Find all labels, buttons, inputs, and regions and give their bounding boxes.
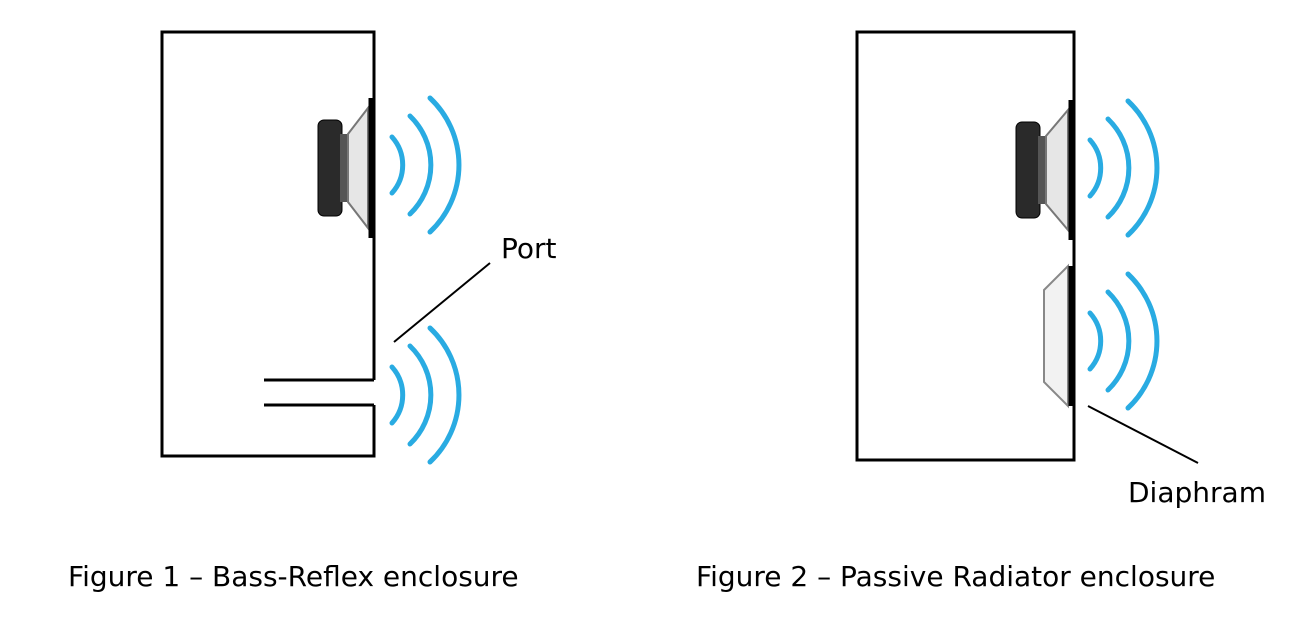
driver-basket (340, 134, 348, 202)
driver-magnet (317, 119, 343, 217)
sound-waves-radiator (1087, 271, 1160, 411)
port-leader-line (393, 262, 491, 343)
woofer-driver-2 (1015, 100, 1074, 240)
figure-1-caption: Figure 1 – Bass-Reflex enclosure (68, 560, 519, 593)
driver-basket (1038, 136, 1046, 204)
driver-cone (347, 105, 369, 231)
woofer-driver-1 (317, 98, 374, 238)
figure-2-caption: Figure 2 – Passive Radiator enclosure (696, 560, 1215, 593)
driver-magnet (1015, 121, 1041, 219)
passive-radiator (1043, 263, 1074, 409)
figure-2-passive-radiator: Diaphram Figure 2 – Passive Radiator enc… (696, 30, 1266, 593)
enclosure-box-2 (855, 30, 1076, 462)
port-label: Port (501, 232, 557, 265)
diaphragm-leader-line (1087, 405, 1199, 464)
sound-waves-port (389, 325, 462, 465)
driver-cone (1045, 107, 1069, 233)
figure-1-bass-reflex: Port Figure 1 – Bass-Reflex enclosure (68, 30, 557, 593)
sound-waves-driver-2 (1087, 98, 1160, 238)
enclosure-box-1 (160, 30, 376, 458)
sound-waves-driver-1 (389, 95, 462, 235)
diaphragm-label: Diaphram (1128, 476, 1266, 509)
radiator-cone (1043, 263, 1069, 409)
